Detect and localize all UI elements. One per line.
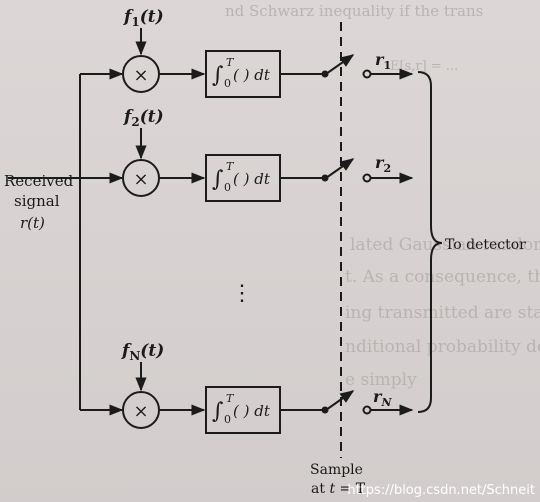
svg-text:∫: ∫ (212, 399, 224, 424)
svg-text:0: 0 (224, 77, 231, 90)
sample-label-line1: Sample (310, 462, 363, 478)
r2-label: r2 (375, 153, 391, 175)
f1-label: f1(t) (123, 7, 164, 29)
bg-line-5: ing transmitted are statistically indepe… (345, 303, 540, 323)
received-label-line2: signal (14, 192, 60, 210)
bg-line-7: e simply (345, 370, 417, 390)
switch-2-pivot (321, 174, 329, 182)
r1-label: r1 (375, 50, 391, 72)
svg-text:( ) dt: ( ) dt (233, 402, 271, 420)
svg-text:0: 0 (224, 413, 231, 426)
bg-line-3: lated Gaussian random variables (350, 235, 540, 255)
watermark-text: https://blog.csdn.net/Schneit (347, 483, 535, 498)
received-label-symbol: r(t) (20, 214, 45, 232)
multiplier-2-symbol: × (133, 169, 148, 190)
bg-line-1: nd Schwarz inequality if the trans (225, 2, 483, 20)
rn-label: rN (373, 387, 392, 409)
contact-1 (362, 69, 372, 79)
f2-label: f2(t) (123, 107, 164, 129)
fn-label: fN(t) (121, 341, 164, 363)
bg-line-6: nditional probability density functions … (345, 337, 540, 357)
switch-n-blade (325, 390, 355, 411)
received-label-line1: Received (4, 172, 74, 190)
svg-text:T: T (226, 160, 235, 173)
svg-text:( ) dt: ( ) dt (233, 170, 271, 188)
svg-text:∫: ∫ (212, 167, 224, 192)
svg-text:0: 0 (224, 181, 231, 194)
bg-line-2: E[s,r] = ... (390, 59, 458, 74)
integrator-1-label: ∫ T 0 ( ) dt (212, 56, 271, 90)
switch-2-blade (325, 158, 355, 179)
integrator-2-label: ∫ T 0 ( ) dt (212, 160, 271, 194)
svg-text:T: T (226, 56, 235, 69)
switch-1-pivot (321, 70, 329, 78)
branch-ellipsis: ⋮ (231, 281, 253, 306)
detector-label: To detector (445, 237, 526, 253)
contact-n (362, 405, 372, 415)
svg-text:T: T (226, 392, 235, 405)
contact-2 (362, 173, 372, 183)
svg-text:∫: ∫ (212, 63, 224, 88)
multiplier-n-symbol: × (133, 401, 148, 422)
switch-n-pivot (321, 406, 329, 414)
background-text: nd Schwarz inequality if the trans E[s,r… (225, 2, 540, 390)
bg-line-4: t. As a consequence, the correlator outp… (345, 267, 540, 287)
integrator-n-label: ∫ T 0 ( ) dt (212, 392, 271, 426)
output-brace (417, 71, 443, 413)
multiplier-1-symbol: × (133, 65, 148, 86)
switch-1-blade (325, 54, 355, 75)
svg-text:( ) dt: ( ) dt (233, 66, 271, 84)
sample-label-line2: at t = T (311, 481, 366, 497)
